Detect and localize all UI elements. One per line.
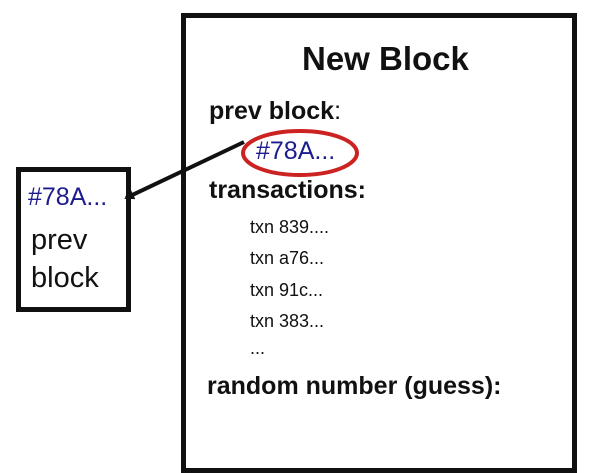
txn-item: txn 91c... xyxy=(250,280,324,300)
prev-block-label-text: prev block xyxy=(209,97,335,125)
prev-block-colon: : xyxy=(334,97,342,125)
prev-block-box-line2: block xyxy=(31,262,99,294)
txn-item: txn a76... xyxy=(250,248,325,268)
txn-item: txn 383... xyxy=(250,311,325,331)
prev-block-box xyxy=(16,167,131,312)
new-block-box xyxy=(181,13,577,473)
new-block-title: New Block xyxy=(302,40,469,77)
prev-block-label: prev block: xyxy=(209,97,341,126)
random-number-label: random number (guess): xyxy=(207,372,502,400)
prev-block-hash: #78A... xyxy=(256,137,336,165)
prev-block-box-hash: #78A... xyxy=(28,183,108,211)
transactions-label: transactions: xyxy=(209,176,366,204)
txn-ellipsis: ... xyxy=(250,338,266,358)
txn-item: txn 839.... xyxy=(250,217,330,237)
prev-block-box-line1: prev xyxy=(31,224,88,256)
